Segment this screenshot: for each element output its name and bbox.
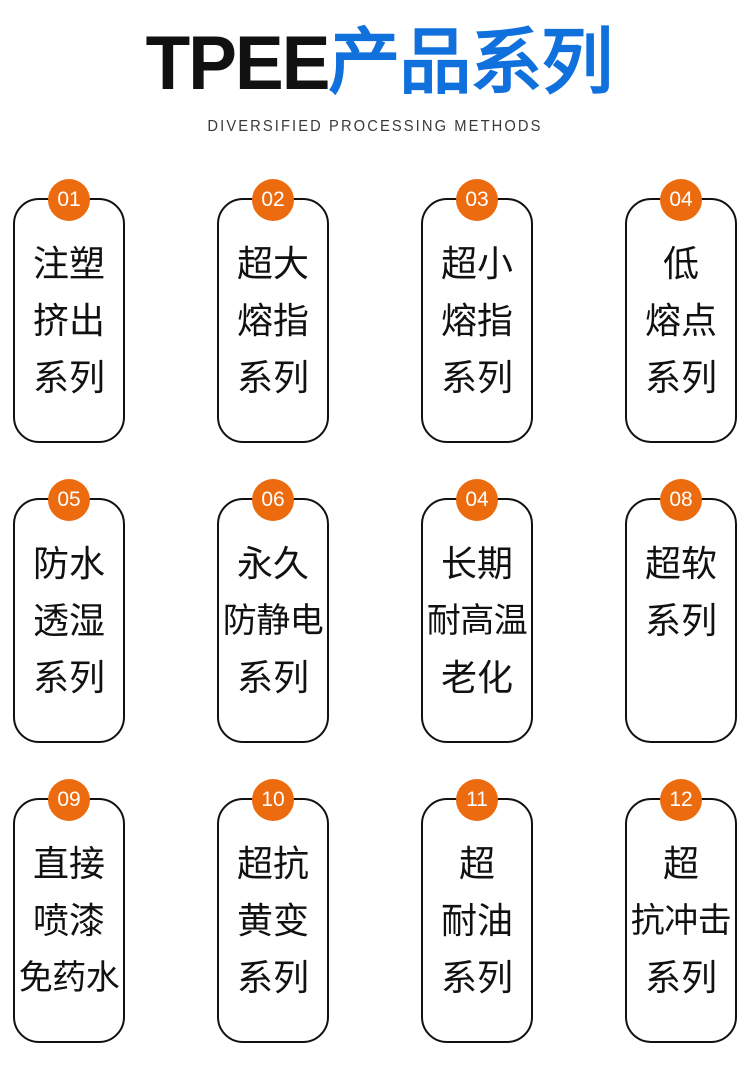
product-card[interactable]: 12 超 抗冲击 系列 — [625, 779, 737, 1043]
card-label: 防水 透湿 系列 — [0, 536, 144, 707]
card-label-line: 耐油 — [440, 901, 513, 942]
card-label-line: 超大 — [236, 244, 309, 285]
product-card[interactable]: 02 超大 熔指 系列 — [217, 179, 329, 443]
card-label-line: 防静电 — [222, 601, 324, 641]
card-label-line: 注塑 — [32, 244, 105, 285]
card-label: 超 耐油 系列 — [402, 836, 552, 1007]
card-label: 低 熔点 系列 — [606, 236, 750, 407]
card-label-line: 超 — [458, 844, 495, 885]
card-label-line: 低 — [662, 244, 699, 285]
card-number-badge: 11 — [456, 779, 498, 821]
card-label-line: 系列 — [236, 658, 309, 699]
card-label-line: 超软 — [644, 544, 717, 585]
page-title: TPEE产品系列 — [0, 26, 750, 106]
card-label-line: 耐高温 — [426, 601, 528, 641]
card-label-line: 永久 — [236, 544, 309, 585]
card-label: 超抗 黄变 系列 — [198, 836, 348, 1007]
card-label-line: 熔点 — [644, 301, 717, 342]
card-number-badge: 08 — [660, 479, 702, 521]
product-card[interactable]: 05 防水 透湿 系列 — [13, 479, 125, 743]
product-series-grid: 01 注塑 挤出 系列 02 超大 熔指 系列 03 超小 熔指 系列 04 — [0, 179, 750, 1043]
card-label-line: 系列 — [644, 358, 717, 399]
card-label-line: 系列 — [236, 958, 309, 999]
product-card[interactable]: 10 超抗 黄变 系列 — [217, 779, 329, 1043]
card-label-line: 系列 — [440, 958, 513, 999]
card-number-badge: 06 — [252, 479, 294, 521]
card-number-badge: 01 — [48, 179, 90, 221]
card-label-line: 超小 — [440, 244, 513, 285]
card-label: 长期 耐高温 老化 — [402, 536, 552, 707]
card-label-line: 黄变 — [236, 901, 309, 942]
card-label-line: 系列 — [644, 601, 717, 642]
product-card[interactable]: 08 超软 系列 — [625, 479, 737, 743]
card-label-line: 超 — [662, 844, 699, 885]
grid-row-2: 05 防水 透湿 系列 06 永久 防静电 系列 04 长期 耐高温 老化 — [0, 479, 750, 743]
product-card[interactable]: 03 超小 熔指 系列 — [421, 179, 533, 443]
product-card[interactable]: 01 注塑 挤出 系列 — [13, 179, 125, 443]
card-label-line: 系列 — [32, 358, 105, 399]
product-card[interactable]: 04 长期 耐高温 老化 — [421, 479, 533, 743]
card-number-badge: 03 — [456, 179, 498, 221]
card-number-badge: 05 — [48, 479, 90, 521]
card-label-line: 防水 — [32, 544, 105, 585]
card-label-line: 超抗 — [236, 844, 309, 885]
page-title-latin: TPEE — [145, 21, 330, 106]
card-label-line: 喷漆 — [32, 901, 105, 942]
card-label: 超 抗冲击 系列 — [606, 836, 750, 1007]
card-label-line: 系列 — [440, 358, 513, 399]
grid-row-1: 01 注塑 挤出 系列 02 超大 熔指 系列 03 超小 熔指 系列 04 — [0, 179, 750, 443]
card-label-line: 熔指 — [440, 301, 513, 342]
card-label: 永久 防静电 系列 — [198, 536, 348, 707]
grid-row-3: 09 直接 喷漆 免药水 10 超抗 黄变 系列 11 超 耐油 系列 12 — [0, 779, 750, 1043]
card-label: 注塑 挤出 系列 — [0, 236, 144, 407]
card-number-badge: 02 — [252, 179, 294, 221]
card-number-badge: 04 — [660, 179, 702, 221]
product-card[interactable]: 04 低 熔点 系列 — [625, 179, 737, 443]
page-subtitle: DIVERSIFIED PROCESSING METHODS — [207, 118, 543, 135]
card-label-line: 挤出 — [32, 301, 105, 342]
card-label: 超大 熔指 系列 — [198, 236, 348, 407]
card-label-line: 抗冲击 — [630, 901, 732, 941]
card-label-line: 免药水 — [18, 958, 120, 998]
card-label-line: 熔指 — [236, 301, 309, 342]
product-card[interactable]: 06 永久 防静电 系列 — [217, 479, 329, 743]
page-title-chinese: 产品系列 — [328, 20, 613, 104]
card-number-badge: 12 — [660, 779, 702, 821]
card-label-line: 系列 — [644, 958, 717, 999]
card-label: 超小 熔指 系列 — [402, 236, 552, 407]
product-card[interactable]: 09 直接 喷漆 免药水 — [13, 779, 125, 1043]
product-card[interactable]: 11 超 耐油 系列 — [421, 779, 533, 1043]
card-number-badge: 04 — [456, 479, 498, 521]
card-label-line: 老化 — [440, 658, 513, 699]
card-label-line: 系列 — [32, 658, 105, 699]
card-label: 超软 系列 — [606, 536, 750, 650]
page-header: TPEE产品系列 DIVERSIFIED PROCESSING METHODS — [0, 0, 750, 136]
card-label-line: 透湿 — [32, 601, 105, 642]
card-label: 直接 喷漆 免药水 — [0, 836, 144, 1007]
card-label-line: 长期 — [440, 544, 513, 585]
card-label-line: 系列 — [236, 358, 309, 399]
card-label-line: 直接 — [32, 844, 105, 885]
card-number-badge: 09 — [48, 779, 90, 821]
card-number-badge: 10 — [252, 779, 294, 821]
